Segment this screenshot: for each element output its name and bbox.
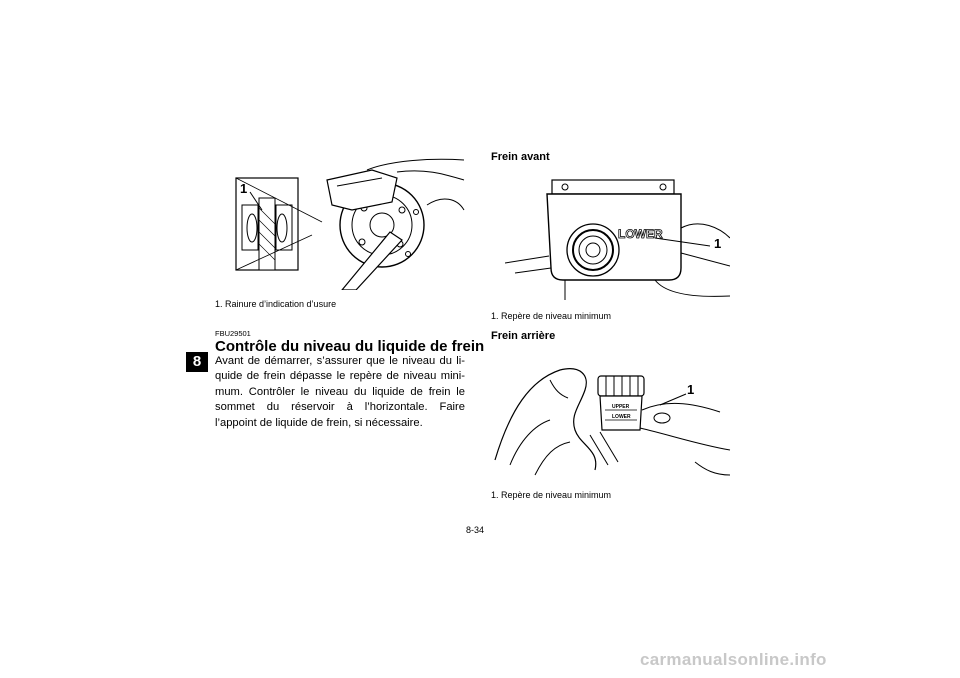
rear-brake-heading: Frein arrière [491,330,556,342]
section-body: Avant de démarrer, s’assurer que le nive… [215,355,465,429]
lower-mark: LOWER [618,227,663,241]
brake-pad-illustration: 1 [235,158,465,290]
figure-caption: 1. Rainure d’indication d’usure [215,299,337,309]
lower-mark: LOWER [612,414,631,420]
callout-number: 1 [687,382,694,397]
front-reservoir-illustration: LOWER 1 [505,179,730,300]
upper-mark: UPPER [612,404,630,410]
callout-number: 1 [714,236,721,251]
section-code: FBU29501 [215,329,251,338]
watermark: carmanualsonline.info [640,650,827,669]
rear-brake-caption: 1. Repère de niveau minimum [491,490,612,500]
rear-reservoir-illustration: UPPER LOWER 1 [494,368,731,476]
section-title: Contrôle du niveau du liquide de frein [215,338,485,355]
front-brake-heading: Frein avant [491,151,550,163]
callout-number: 1 [240,181,247,196]
page-number: 8-34 [466,525,485,535]
chapter-tab: 8 [186,352,208,372]
front-brake-caption: 1. Repère de niveau minimum [491,311,612,321]
